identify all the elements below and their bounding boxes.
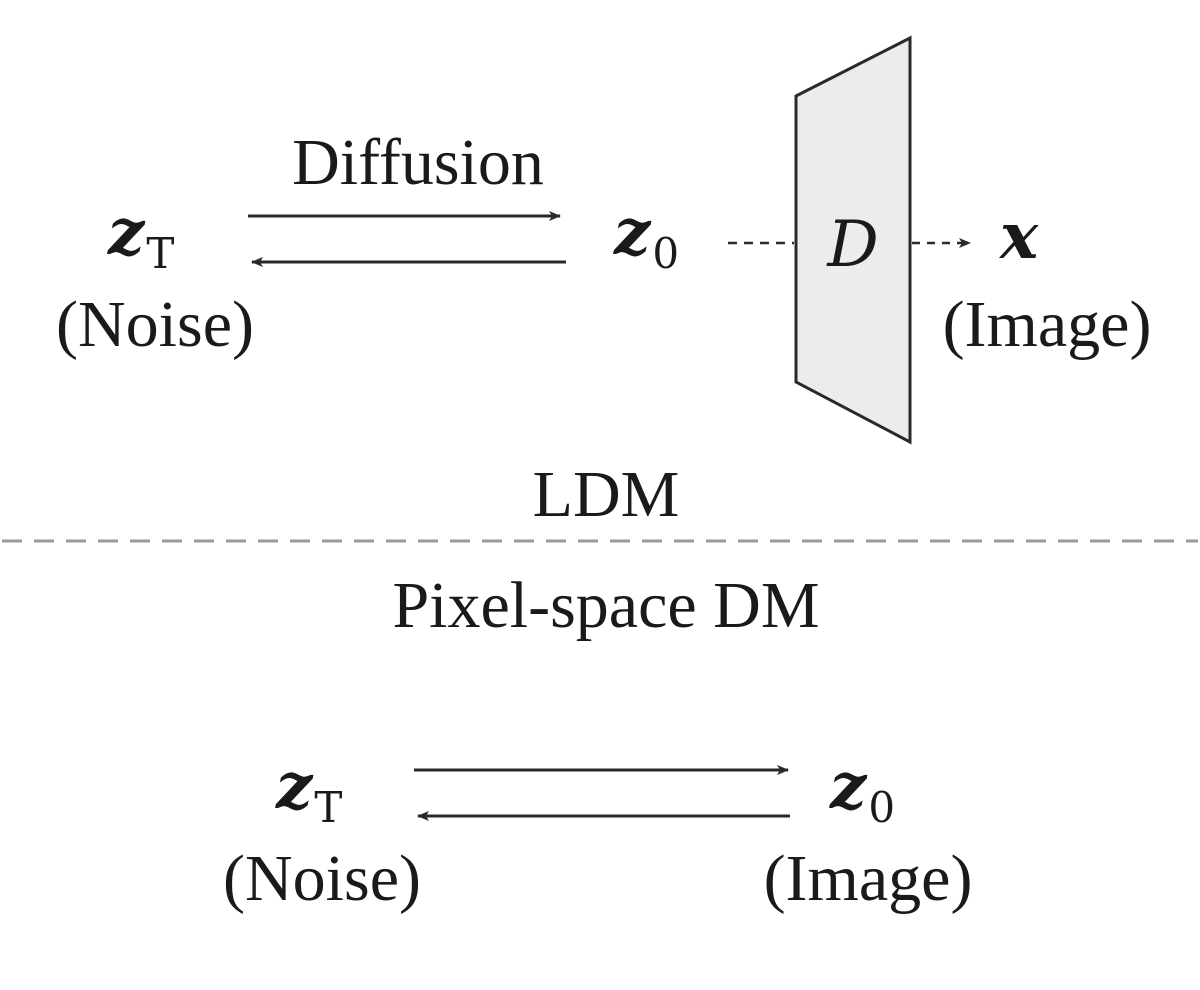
pixel-noise-caption: (Noise) bbox=[223, 842, 421, 915]
ldm-noise-caption: (Noise) bbox=[56, 288, 254, 361]
pixel-noise-symbol: zT bbox=[275, 749, 342, 832]
pixel-image-caption: (Image) bbox=[764, 842, 973, 915]
pixel-image-symbol: z0 bbox=[829, 749, 895, 832]
decoder-block bbox=[794, 35, 912, 445]
diffusion-label: Diffusion bbox=[292, 126, 544, 199]
ldm-output-caption: (Image) bbox=[943, 288, 1152, 361]
ldm-latent-symbol: z0 bbox=[613, 195, 679, 278]
ldm-output-symbol: x bbox=[998, 199, 1039, 274]
decoder-symbol: D bbox=[826, 208, 878, 282]
ldm-section-label: LDM bbox=[533, 458, 680, 531]
pixel-dm-section-label: Pixel-space DM bbox=[392, 569, 819, 642]
ldm-noise-symbol: zT bbox=[107, 195, 174, 278]
